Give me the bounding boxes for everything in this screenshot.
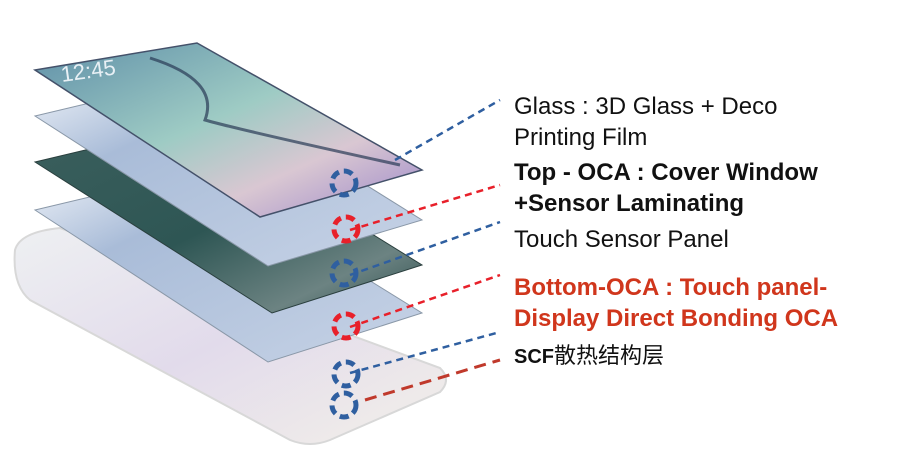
scf-prefix: SCF — [514, 346, 554, 368]
glass-line-1: Glass : 3D Glass + Deco — [514, 93, 778, 120]
top-oca-line-1: Top - OCA : Cover Window — [514, 159, 818, 186]
glass-line-2: Printing Film — [514, 124, 648, 151]
leader-lines — [349, 98, 501, 402]
label-bottom-oca: Bottom-OCA : Touch panel- Display Direct… — [514, 272, 838, 334]
bottom-oca-line-1: Bottom-OCA : Touch panel- — [514, 274, 828, 301]
cover-glass-layer: 12:45 — [32, 42, 424, 218]
label-top-oca: Top - OCA : Cover Window +Sensor Laminat… — [514, 157, 818, 219]
layer-markers — [329, 168, 361, 420]
top-oca-line-2: +Sensor Laminating — [514, 190, 745, 217]
label-glass: Glass : 3D Glass + Deco Printing Film — [514, 91, 777, 153]
label-scf: SCF散热结构层 — [514, 340, 664, 373]
bottom-oca-line-2: Display Direct Bonding OCA — [514, 305, 839, 332]
label-touch-sensor: Touch Sensor Panel — [514, 226, 729, 253]
scf-suffix: 散热结构层 — [554, 343, 665, 368]
